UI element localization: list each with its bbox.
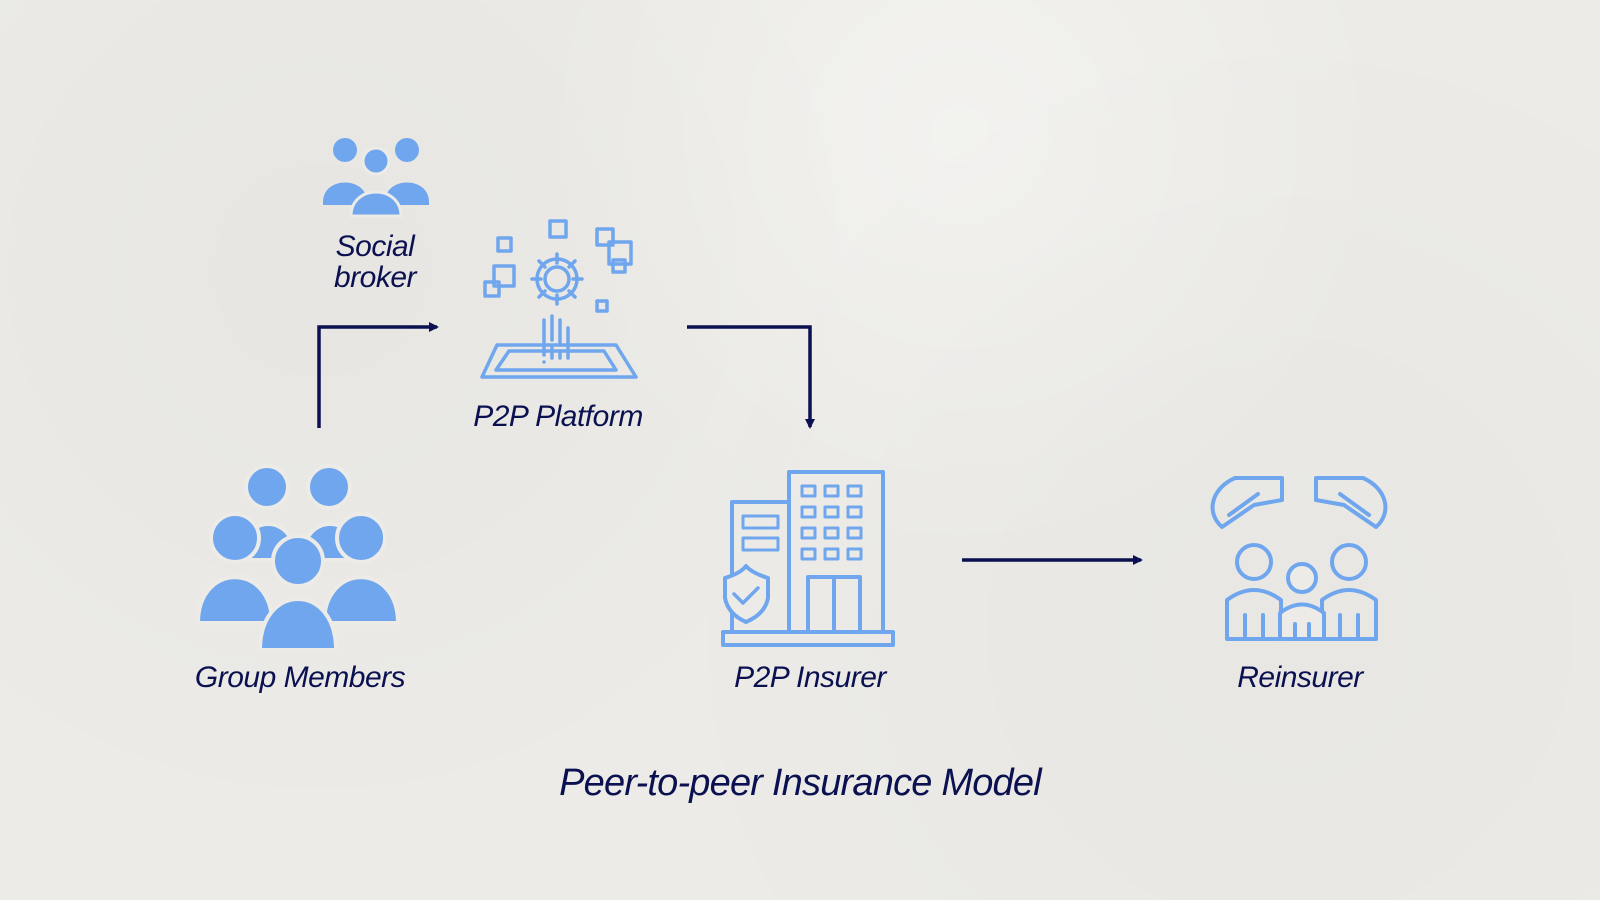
people-group-icon xyxy=(323,138,429,218)
p2p-platform-label: P2P Platform xyxy=(473,400,643,433)
p2p-insurer-label: P2P Insurer xyxy=(734,661,886,694)
reinsurer-label: Reinsurer xyxy=(1237,661,1363,694)
edge-group-to-platform xyxy=(317,322,439,428)
group-members-label: Group Members xyxy=(194,661,406,694)
protected-family-icon xyxy=(1210,476,1388,641)
social-broker-label: Social broker xyxy=(333,230,417,294)
digital-platform-icon xyxy=(480,219,638,379)
edge-platform-to-insurer xyxy=(687,325,815,429)
diagram-title: Peer-to-peer Insurance Model xyxy=(559,762,1042,804)
insurance-building-icon xyxy=(721,470,895,647)
crowd-icon xyxy=(195,464,401,652)
